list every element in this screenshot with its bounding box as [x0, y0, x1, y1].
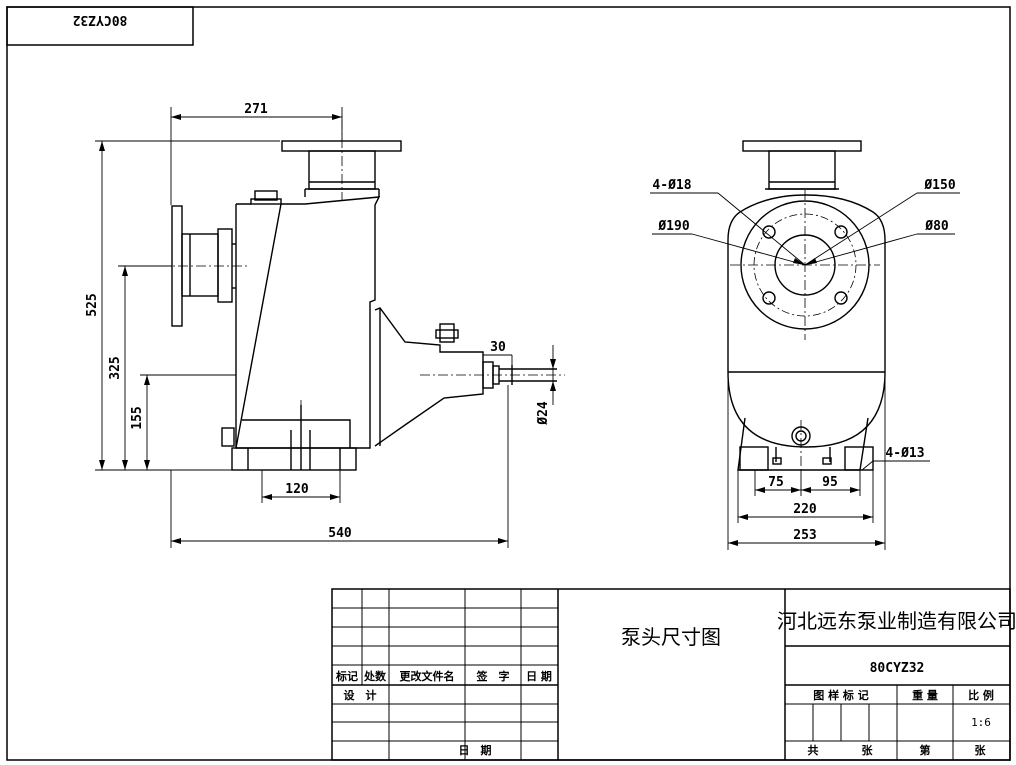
front-dims — [95, 107, 554, 548]
weight-label: 重 量 — [912, 688, 938, 702]
sheet-unit: 张 — [862, 743, 874, 757]
dim-d190: Ø190 — [657, 219, 689, 234]
sheet-no-label: 第 — [920, 743, 931, 757]
drawing-name: 泵头尺寸图 — [621, 625, 721, 649]
side-leaders — [650, 192, 960, 550]
drawing-code-mirrored: 80CYZ32 — [73, 12, 128, 27]
dim-4-d13: 4-Ø13 — [885, 446, 924, 461]
dim-d80: Ø80 — [924, 219, 949, 234]
rev-header-date: 日 期 — [526, 669, 552, 683]
rev-header-signature: 签 字 — [476, 669, 510, 683]
side-arrows — [728, 258, 885, 546]
drawing-border — [6, 6, 1011, 761]
date-label: 日 期 — [459, 743, 492, 757]
side-view — [727, 140, 886, 471]
title-block — [331, 588, 1011, 761]
rev-header-places: 处数 — [363, 669, 387, 683]
company-name: 河北远东泵业制造有限公司 — [777, 609, 1016, 633]
scale-label: 比 例 — [968, 688, 994, 702]
front-centerlines — [160, 120, 565, 470]
dim-d150: Ø150 — [923, 178, 955, 193]
dim-75: 75 — [768, 475, 784, 490]
design-label: 设 计 — [344, 688, 377, 702]
dim-220: 220 — [793, 502, 817, 517]
dim-525: 525 — [85, 293, 100, 316]
model-number: 80CYZ32 — [870, 661, 925, 676]
scale-value: 1:6 — [971, 716, 991, 729]
dim-253: 253 — [793, 528, 816, 543]
dim-325: 325 — [108, 356, 123, 379]
front-view — [171, 140, 557, 471]
dim-30: 30 — [490, 340, 506, 355]
dim-95: 95 — [822, 475, 838, 490]
front-arrows — [99, 114, 556, 544]
dim-d24: Ø24 — [536, 401, 551, 426]
sheet-unit-2: 张 — [975, 743, 987, 757]
dim-271: 271 — [244, 102, 268, 117]
rev-header-mark: 标记 — [335, 669, 358, 683]
dim-155: 155 — [130, 406, 145, 429]
mark-label: 图 样 标 记 — [813, 688, 869, 702]
title-block-text: 标记 处数 更改文件名 签 字 日 期 设 计 日 期 泵头尺寸图 河北远东泵业… — [335, 609, 1016, 757]
dim-540: 540 — [328, 526, 352, 541]
dim-120: 120 — [285, 482, 309, 497]
dim-4-d18: 4-Ø18 — [652, 178, 691, 193]
code-box — [6, 6, 194, 46]
rev-header-doc: 更改文件名 — [400, 669, 455, 683]
total-label: 共 — [808, 743, 819, 757]
